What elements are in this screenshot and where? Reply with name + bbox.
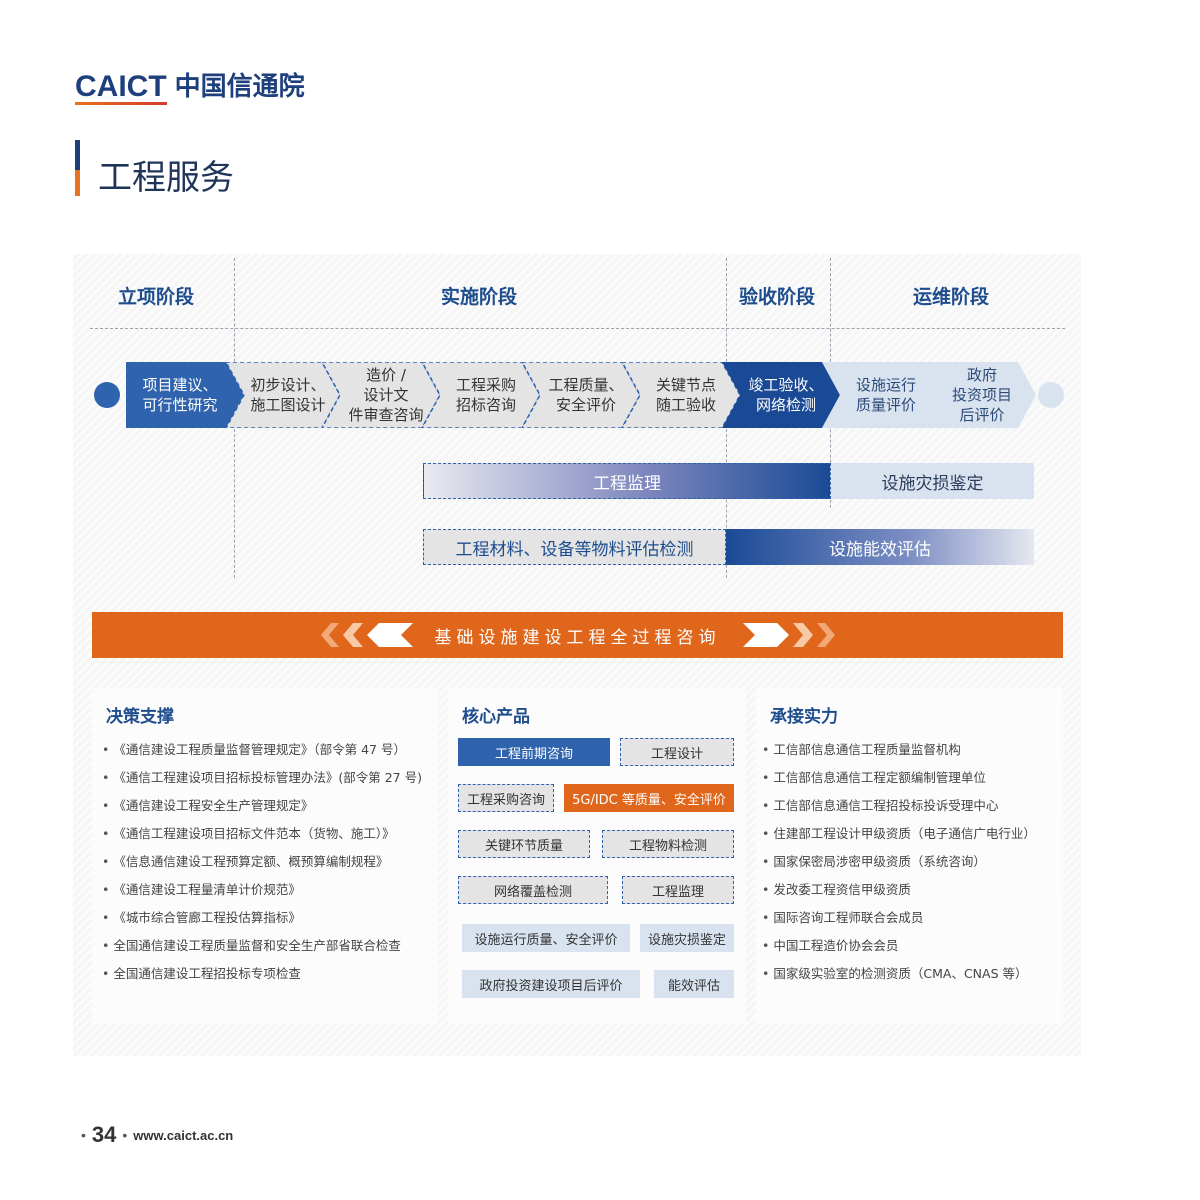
list-item: 发改委工程资信甲级资质 [762,876,1036,904]
product-tag: 能效评估 [654,970,734,998]
logo-text-en: CAICT [75,70,167,105]
logo-text-cn: 中国信通院 [174,72,305,102]
title-accent-bar [75,140,80,196]
list-item: 全国通信建设工程招投标专项检查 [102,960,422,988]
banner-text: 基础设施建设工程全过程咨询 [434,627,721,648]
stage-label-implementation: 实施阶段 [441,286,518,308]
product-tag: 工程监理 [622,876,734,904]
page-footer: • 34 • www.caict.ac.cn [81,1122,234,1147]
step-preliminary-design: 初步设计、 施工图设计 [226,362,340,428]
step-quality-safety-evaluation: 工程质量、 安全评价 [522,362,640,428]
step-operation-quality-evaluation: 设施运行 质量评价 [822,362,940,428]
bar-engineering-supervision: 工程监理 [423,463,831,499]
list-item: 《通信工程建设项目招标投标管理办法》(部令第 27 号) [102,764,422,792]
page-title: 工程服务 [98,158,234,198]
product-tag: 设施灾损鉴定 [640,924,734,952]
bar-energy-efficiency: 设施能效评估 [726,529,1034,565]
product-tag: 工程设计 [620,738,734,766]
list-item: 《通信建设工程质量监督管理规定》（部令第 47 号） [102,736,422,764]
list-item: 全国通信建设工程质量监督和安全生产部省联合检查 [102,932,422,960]
list-item: 工信部信息通信工程招投标投诉受理中心 [762,792,1036,820]
product-tag: 5G/IDC 等质量、安全评价 [564,784,734,812]
product-tag: 关键环节质量 [458,830,590,858]
list-item: 国家保密局涉密甲级资质（系统咨询） [762,848,1036,876]
list-item: 《通信工程建设项目招标文件范本（货物、施工）》 [102,820,422,848]
bar-material-testing: 工程材料、设备等物料评估检测 [423,529,726,565]
capability-title: 承接实力 [770,707,838,727]
process-start-dot [94,382,120,408]
step-procurement-bidding: 工程采购 招标咨询 [422,362,540,428]
list-item: 工信部信息通信工程质量监督机构 [762,736,1036,764]
product-tag: 工程物料检测 [602,830,734,858]
core-products-title: 核心产品 [462,707,530,727]
product-tag: 政府投资建设项目后评价 [462,970,640,998]
product-tag: 工程采购咨询 [458,784,554,812]
product-tag: 工程前期咨询 [458,738,610,766]
list-item: 《通信建设工程量清单计价规范》 [102,876,422,904]
caict-logo: CAICT 中国信通院 [75,70,305,105]
step-milestone-inspection: 关键节点 随工验收 [622,362,740,428]
right-chevrons-icon [742,623,839,647]
step-post-evaluation: 政府 投资项目 后评价 [918,362,1036,428]
product-tag: 网络覆盖检测 [458,876,608,904]
list-item: 《城市综合管廊工程投估算指标》 [102,904,422,932]
list-item: 国际咨询工程师联合会成员 [762,904,1036,932]
stage-label-operation: 运维阶段 [913,286,990,308]
list-item: 国家级实验室的检测资质（CMA、CNAS 等） [762,960,1036,988]
process-end-dot [1038,382,1064,408]
full-process-consulting-banner: 基础设施建设工程全过程咨询 [92,612,1063,658]
stage-label-initiation: 立项阶段 [118,286,195,308]
decision-support-list: 《通信建设工程质量监督管理规定》（部令第 47 号） 《通信工程建设项目招标投标… [102,736,422,988]
list-item: 住建部工程设计甲级资质（电子通信广电行业） [762,820,1036,848]
website-url: www.caict.ac.cn [133,1127,234,1143]
step-cost-review: 造价 / 设计文 件审查咨询 [322,362,440,428]
stage-label-acceptance: 验收阶段 [739,286,816,308]
list-item: 《信息通信建设工程预算定额、概预算编制规程》 [102,848,422,876]
product-tag: 设施运行质量、安全评价 [462,924,630,952]
bar-disaster-assessment: 设施灾损鉴定 [831,463,1034,499]
page-number: 34 [91,1122,117,1147]
left-chevrons-icon [317,623,413,647]
capability-list: 工信部信息通信工程质量监督机构 工信部信息通信工程定额编制管理单位 工信部信息通… [762,736,1036,988]
list-item: 工信部信息通信工程定额编制管理单位 [762,764,1036,792]
list-item: 中国工程造价协会会员 [762,932,1036,960]
step-feasibility-study: 项目建议、 可行性研究 [126,362,244,428]
stage-header-divider [90,328,1065,329]
decision-support-title: 决策支撑 [106,707,174,727]
step-completion-acceptance: 竣工验收、 网络检测 [722,362,840,428]
list-item: 《通信建设工程安全生产管理规定》 [102,792,422,820]
